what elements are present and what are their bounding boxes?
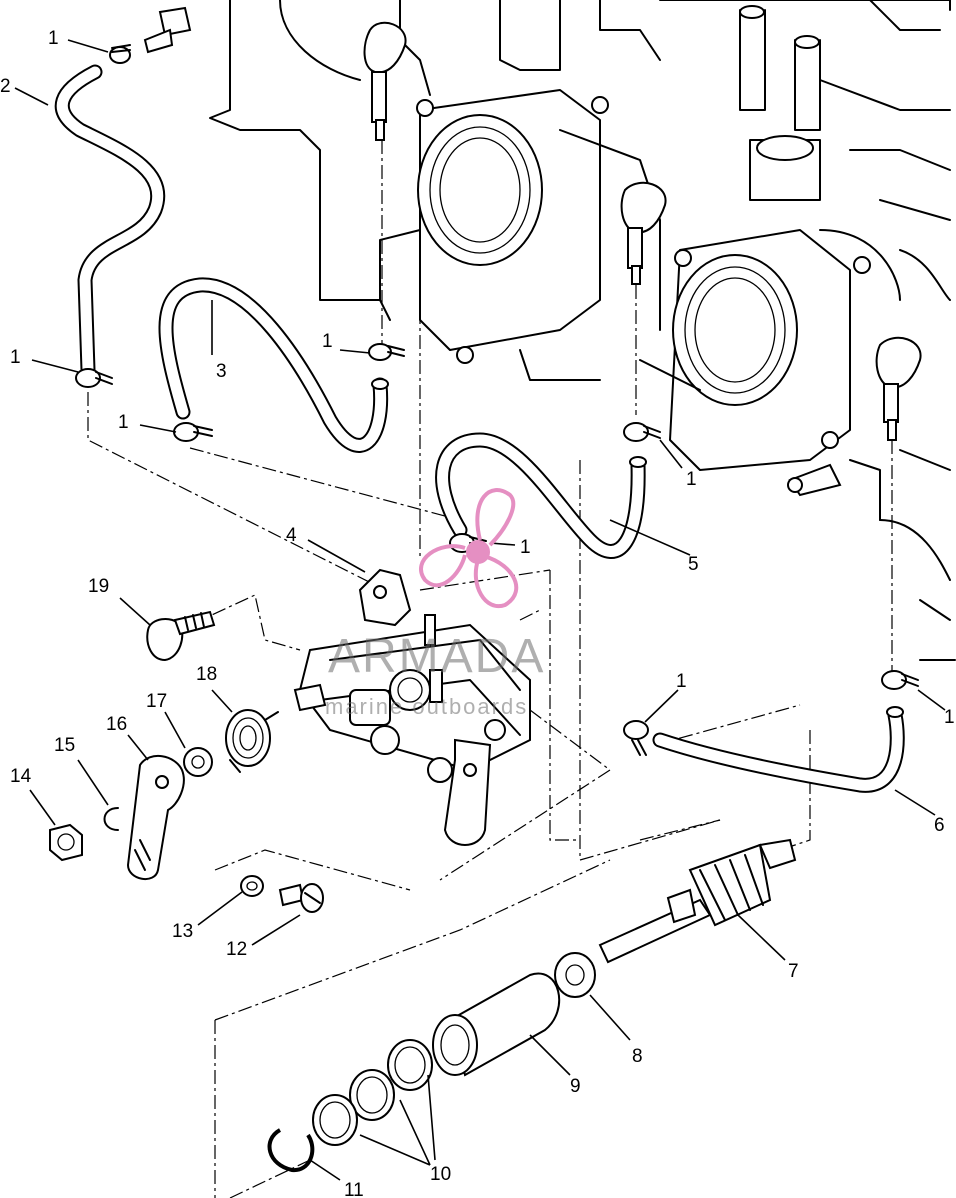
callout-11: 11 bbox=[344, 1180, 364, 1198]
snap-ring-11 bbox=[267, 1128, 315, 1173]
propeller-logo-icon bbox=[419, 488, 519, 609]
watermark-tagline: marine outboards bbox=[325, 694, 528, 719]
leader-lines bbox=[14, 39, 946, 1181]
armada-watermark: ARMADA marine outboards bbox=[325, 488, 545, 719]
hoses bbox=[54, 64, 905, 793]
lever-16 bbox=[126, 755, 185, 880]
clamp-left bbox=[75, 368, 113, 388]
elbow-fittings bbox=[143, 6, 922, 441]
o-rings-10 bbox=[312, 1039, 433, 1146]
clamp-lower bbox=[623, 720, 649, 756]
hose-2 bbox=[54, 64, 165, 378]
callout-labels: 1 2 1 3 1 1 4 1 1 5 19 18 17 16 15 14 1 … bbox=[0, 28, 955, 1198]
clamp-far-right bbox=[881, 670, 919, 690]
callout-1-mid: 1 bbox=[322, 331, 333, 352]
callout-6: 6 bbox=[934, 815, 945, 836]
clamp-mid-left bbox=[173, 422, 213, 442]
spring-18 bbox=[225, 709, 279, 773]
bushing-9 bbox=[432, 972, 561, 1077]
clamp-right-mid bbox=[623, 422, 661, 442]
callout-1-center: 1 bbox=[520, 537, 531, 558]
guide-lines bbox=[87, 140, 893, 1198]
callout-16: 16 bbox=[106, 714, 127, 735]
callout-7: 7 bbox=[788, 961, 799, 982]
callout-4: 4 bbox=[286, 525, 297, 546]
callout-3: 3 bbox=[216, 361, 227, 382]
callout-19: 19 bbox=[88, 576, 109, 597]
screw-19 bbox=[146, 610, 216, 662]
callout-18: 18 bbox=[196, 664, 217, 685]
washer-17 bbox=[183, 747, 213, 777]
screw-12 bbox=[278, 883, 324, 913]
callout-2: 2 bbox=[0, 76, 11, 97]
clamp-mid bbox=[368, 343, 405, 361]
callout-1-top: 1 bbox=[48, 28, 59, 49]
clip-15 bbox=[103, 807, 119, 831]
clamp-top bbox=[109, 44, 131, 64]
engine-block bbox=[209, 0, 956, 661]
washer-13 bbox=[240, 875, 264, 897]
callout-1-far-right: 1 bbox=[944, 707, 955, 728]
callout-15: 15 bbox=[54, 735, 75, 756]
callout-1-lower: 1 bbox=[676, 671, 687, 692]
callout-9: 9 bbox=[570, 1076, 581, 1097]
hose-5 bbox=[435, 432, 646, 559]
callout-1-mid-left: 1 bbox=[118, 412, 129, 433]
callout-5: 5 bbox=[688, 554, 699, 575]
callout-1-right-mid: 1 bbox=[686, 469, 697, 490]
callout-8: 8 bbox=[632, 1046, 643, 1067]
fuel-pump bbox=[293, 568, 531, 846]
washer-8 bbox=[554, 952, 596, 998]
callout-17: 17 bbox=[146, 691, 167, 712]
callout-14: 14 bbox=[10, 766, 32, 787]
callout-13: 13 bbox=[172, 921, 193, 942]
callout-12: 12 bbox=[226, 939, 247, 960]
callout-1-left: 1 bbox=[10, 347, 21, 368]
callout-10: 10 bbox=[430, 1164, 451, 1185]
watermark-brand: ARMADA bbox=[328, 630, 545, 683]
hose-3 bbox=[158, 277, 389, 453]
hose-6 bbox=[652, 707, 905, 793]
gear-7 bbox=[598, 838, 797, 964]
nut-14 bbox=[49, 823, 83, 862]
